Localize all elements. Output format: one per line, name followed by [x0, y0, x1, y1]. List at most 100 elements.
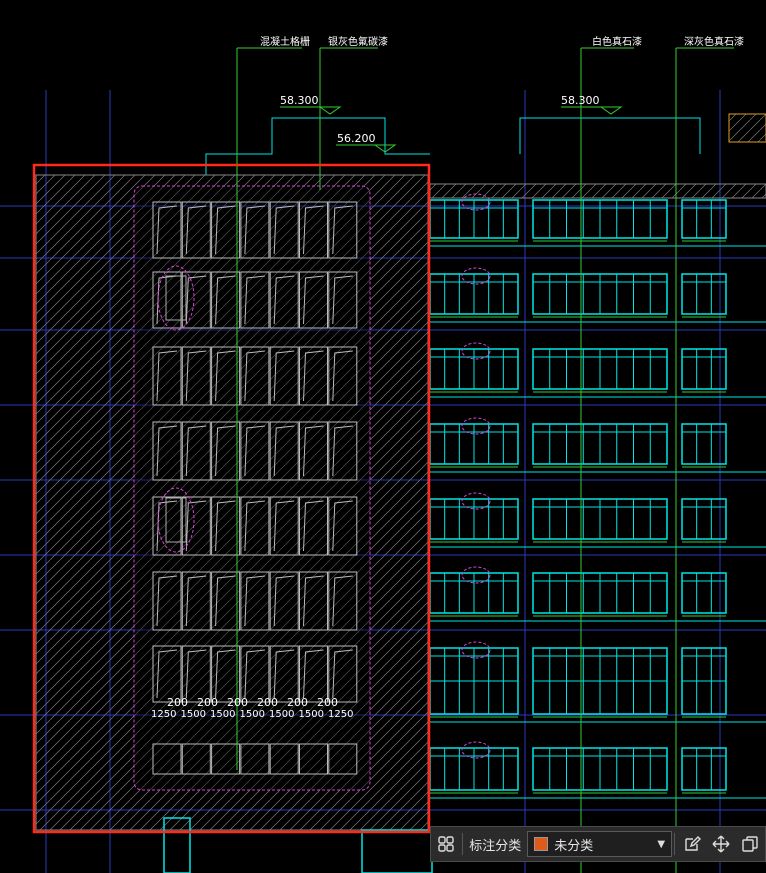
- dimension-text: 1500: [269, 709, 294, 720]
- facade-window: [681, 747, 727, 794]
- toolbar-divider: [462, 833, 464, 855]
- move-button[interactable]: [706, 829, 735, 859]
- facade-window: [681, 423, 727, 468]
- grille-pane: [240, 271, 270, 329]
- grille-pane: [240, 421, 270, 481]
- dimension-text: 200: [197, 696, 218, 709]
- facade-window: [532, 498, 668, 543]
- facade-window: [429, 498, 519, 543]
- leader-lines: [236, 47, 734, 873]
- dimension-text: 1250: [328, 709, 353, 720]
- grille-pane: [240, 496, 270, 556]
- grille-pane: [269, 271, 299, 329]
- grille-pane: [269, 496, 299, 556]
- grid-icon-button[interactable]: [431, 829, 460, 859]
- dimension-text: 200: [317, 696, 338, 709]
- grille-pane: [152, 271, 182, 329]
- grille-pane: [152, 743, 182, 775]
- dimension-text: 200: [257, 696, 278, 709]
- dimension-text: 200: [167, 696, 188, 709]
- edit-button[interactable]: [677, 829, 706, 859]
- grille-pane: [328, 496, 358, 556]
- grille-pane: [211, 201, 241, 259]
- facade-window: [532, 647, 668, 718]
- annotation-toolbar: 标注分类 未分类 ▼: [430, 826, 766, 862]
- grille-pane: [328, 201, 358, 259]
- grille-pane: [152, 346, 182, 406]
- copy-button[interactable]: [736, 829, 765, 859]
- category-value: 未分类: [554, 838, 594, 854]
- facade-window: [681, 199, 727, 242]
- grille-pane: [269, 346, 299, 406]
- grille-pane: [181, 271, 211, 329]
- grille-pane: [181, 743, 211, 775]
- grille-pane: [211, 271, 241, 329]
- facade-window: [532, 199, 668, 242]
- facade-window: [532, 423, 668, 468]
- grille-pane: [328, 743, 358, 775]
- facade-window: [532, 747, 668, 794]
- facade-window: [532, 572, 668, 617]
- elevation-mark: 58.300: [280, 94, 319, 107]
- grille-pane: [269, 645, 299, 703]
- revision-cloud: [461, 342, 491, 360]
- label-dark-stone-paint: 深灰色真石漆: [684, 35, 744, 48]
- dimension-text: 1500: [240, 709, 265, 720]
- facade-window: [361, 829, 433, 873]
- category-label: 标注分类: [469, 838, 522, 854]
- grille-pane: [328, 571, 358, 631]
- grille-pane: [181, 421, 211, 481]
- dimension-text: 1250: [151, 709, 176, 720]
- grille-pane: [299, 571, 328, 631]
- grid-icon: [437, 836, 454, 852]
- facade-window: [429, 348, 519, 393]
- grille-pane: [211, 571, 241, 631]
- chevron-down-icon: ▼: [657, 838, 666, 850]
- grille-pane: [211, 645, 241, 703]
- grille-pane: [240, 201, 270, 259]
- grille-pane: [152, 201, 182, 259]
- grille-pane: [328, 271, 358, 329]
- revision-cloud: [461, 492, 491, 510]
- grille-pane: [152, 421, 182, 481]
- revision-cloud: [157, 487, 195, 553]
- grille-pane: [299, 496, 328, 556]
- grille-pane: [181, 346, 211, 406]
- elevation-mark: 56.200: [337, 132, 376, 145]
- grille-pane: [269, 201, 299, 259]
- facade-window: [429, 747, 519, 794]
- grille-pane: [299, 201, 328, 259]
- dimension-text: 1500: [210, 709, 235, 720]
- grille-pane: [299, 743, 328, 775]
- label-concrete-grille: 混凝土格栅: [260, 35, 310, 48]
- grille-pane: [299, 421, 328, 481]
- revision-cloud: [461, 267, 491, 285]
- grille-pane: [181, 496, 211, 556]
- facade-window: [429, 423, 519, 468]
- grille-pane: [240, 571, 270, 631]
- grille-pane: [152, 645, 182, 703]
- category-color-swatch: [534, 837, 549, 851]
- grille-pane: [211, 496, 241, 556]
- facade-window: [429, 273, 519, 318]
- facade-window: [681, 348, 727, 393]
- facade-window: [429, 572, 519, 617]
- edit-icon: [685, 836, 701, 851]
- dimension-text: 1500: [181, 709, 206, 720]
- selection-box[interactable]: [32, 163, 431, 834]
- toolbar-divider: [674, 833, 676, 855]
- grille-pane: [240, 645, 270, 703]
- grille-pane: [328, 346, 358, 406]
- facade-window: [681, 273, 727, 318]
- facade-window: [681, 498, 727, 543]
- revision-cloud: [461, 566, 491, 584]
- revision-cloud: [157, 265, 195, 331]
- grille-pane: [328, 421, 358, 481]
- grille-pane: [328, 645, 358, 703]
- copy-icon: [742, 836, 759, 852]
- revision-cloud: [461, 417, 491, 435]
- category-dropdown[interactable]: 未分类 ▼: [527, 831, 673, 857]
- grille-pane: [299, 346, 328, 406]
- grille-pane: [299, 271, 328, 329]
